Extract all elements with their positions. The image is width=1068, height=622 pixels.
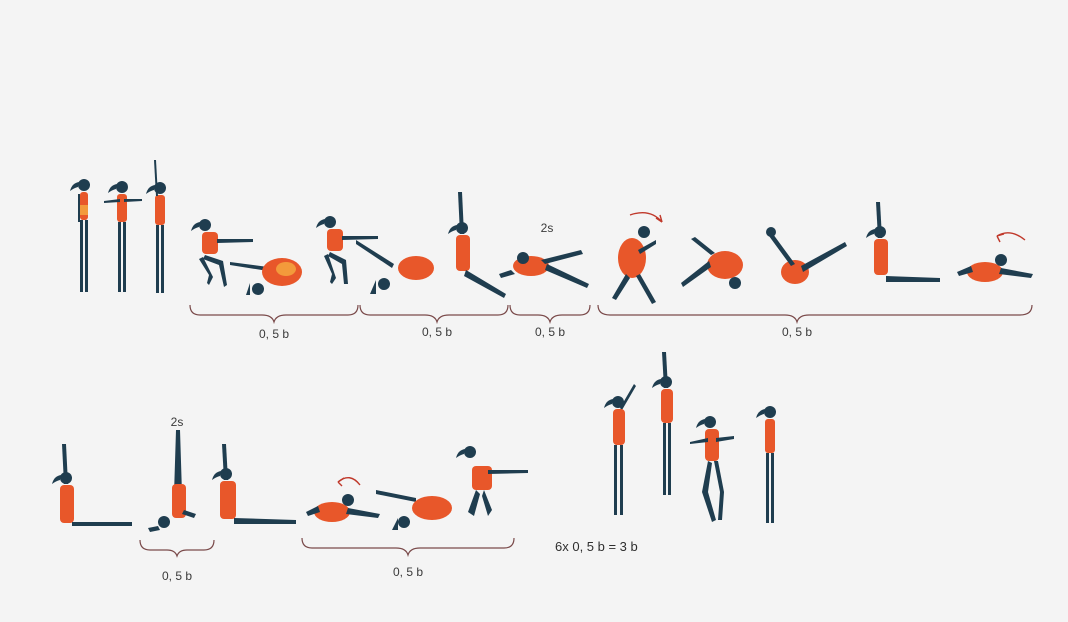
gymnast-figure (52, 444, 132, 526)
rotation-arrow (338, 478, 360, 485)
gymnast-figure (766, 227, 847, 284)
gymnast-figure (376, 490, 452, 530)
row-2-figures: 2s (52, 352, 776, 532)
segment-label: 0, 5 b (162, 569, 192, 583)
gymnast-figure (681, 237, 743, 289)
gymnast-figure (652, 352, 673, 495)
hold-label: 2s (541, 221, 554, 235)
gymnast-figure (104, 181, 142, 292)
segment-label: 0, 5 b (782, 325, 812, 339)
gymnast-figure (866, 202, 940, 282)
total-score-label: 6x 0, 5 b = 3 b (555, 539, 638, 554)
segment-label: 0, 5 b (259, 327, 289, 341)
gymnast-figure (499, 250, 589, 288)
gymnast-figure (148, 430, 196, 532)
brace (360, 305, 508, 322)
rotation-arrow (630, 213, 662, 222)
gymnast-figure (957, 254, 1033, 282)
segment-label: 0, 5 b (393, 565, 423, 579)
gymnast-figure (306, 494, 380, 522)
row-1-figures: 2s (70, 160, 1033, 304)
brace (140, 540, 214, 556)
gymnast-figure (604, 384, 636, 515)
row-2-braces (140, 538, 514, 556)
gymnast-figure (690, 416, 734, 522)
brace (598, 305, 1032, 322)
gymnast-figure (356, 240, 434, 294)
gymnast-figure (70, 179, 90, 292)
gymnast-figure (191, 219, 253, 287)
brace (302, 538, 514, 555)
gymnast-figure (456, 446, 528, 516)
gymnast-figure (212, 444, 296, 524)
rotation-arrow (997, 233, 1025, 240)
segment-label: 0, 5 b (535, 325, 565, 339)
brace (510, 305, 590, 322)
gymnast-figure (756, 406, 776, 523)
hold-label: 2s (171, 415, 184, 429)
gymnast-figure (612, 226, 656, 304)
brace (190, 305, 358, 322)
segment-label: 0, 5 b (422, 325, 452, 339)
gymnast-figure (448, 192, 506, 298)
gymnast-figure (230, 258, 302, 295)
gymnast-figure (146, 160, 166, 293)
row-1-braces (190, 305, 1032, 322)
